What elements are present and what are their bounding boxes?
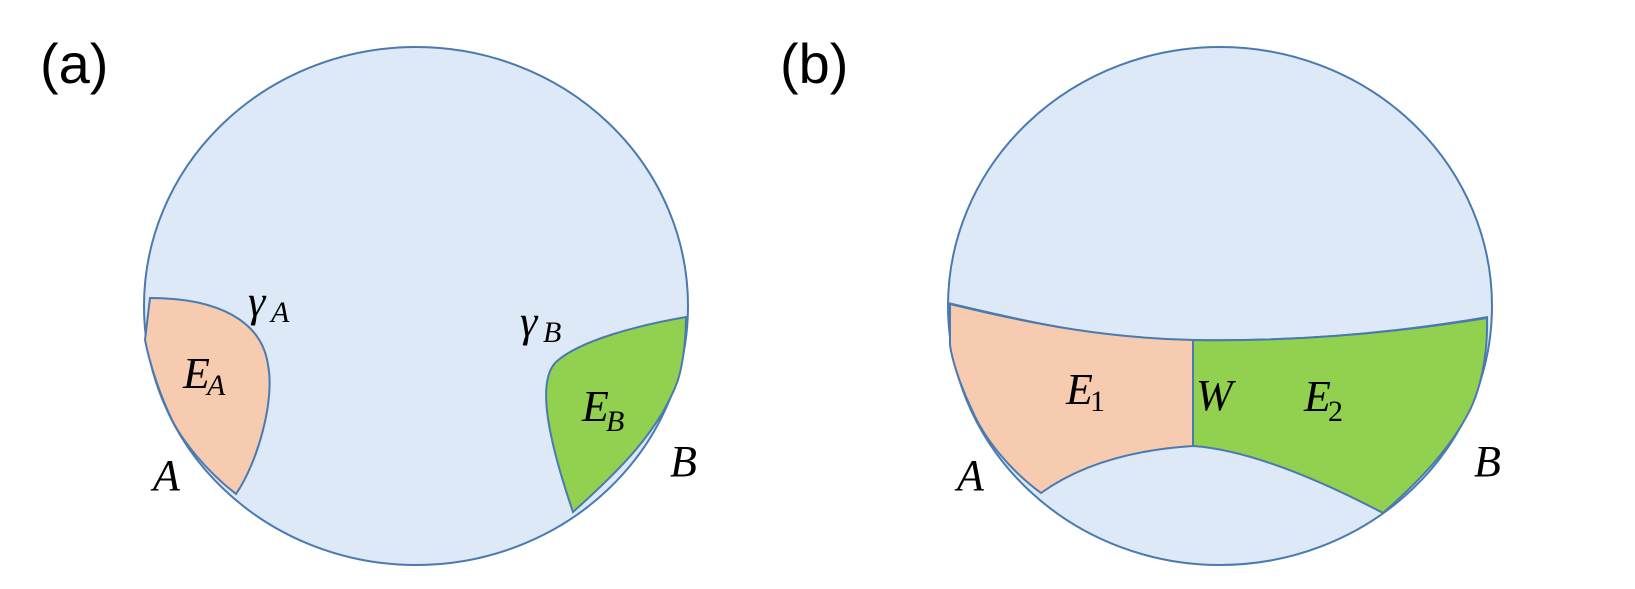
e-1-symbol: E [1065, 365, 1093, 414]
panel-a: (a) γ A γ B E A E B A B [40, 32, 697, 566]
panel-b: (b) E 1 W E 2 A B [780, 32, 1501, 566]
gamma-a-subscript: A [269, 296, 290, 329]
region-e-b [545, 315, 688, 514]
w-label: W [1196, 371, 1236, 420]
e-2-symbol: E [1303, 372, 1331, 421]
region-e-2 [1192, 316, 1489, 515]
panel-b-label: (b) [780, 32, 848, 95]
region-e-a [143, 296, 271, 496]
panel-a-disk [143, 46, 689, 566]
region-e-1 [949, 302, 1194, 495]
e-b-subscript: B [606, 405, 624, 438]
point-a-label-b: A [954, 451, 985, 500]
gamma-a-symbol: γ [248, 277, 267, 326]
e-2-subscript: 2 [1328, 395, 1343, 428]
e-b-symbol: E [581, 382, 609, 431]
e-1-subscript: 1 [1090, 385, 1105, 418]
point-b-label: B [670, 437, 697, 486]
e-a-subscript: A [205, 369, 226, 402]
e-a-symbol: E [182, 349, 210, 398]
gamma-b-subscript: B [543, 316, 561, 349]
panel-a-label: (a) [40, 32, 108, 95]
point-b-label-b: B [1474, 437, 1501, 486]
gamma-b-symbol: γ [520, 297, 539, 346]
point-a-label: A [150, 451, 181, 500]
